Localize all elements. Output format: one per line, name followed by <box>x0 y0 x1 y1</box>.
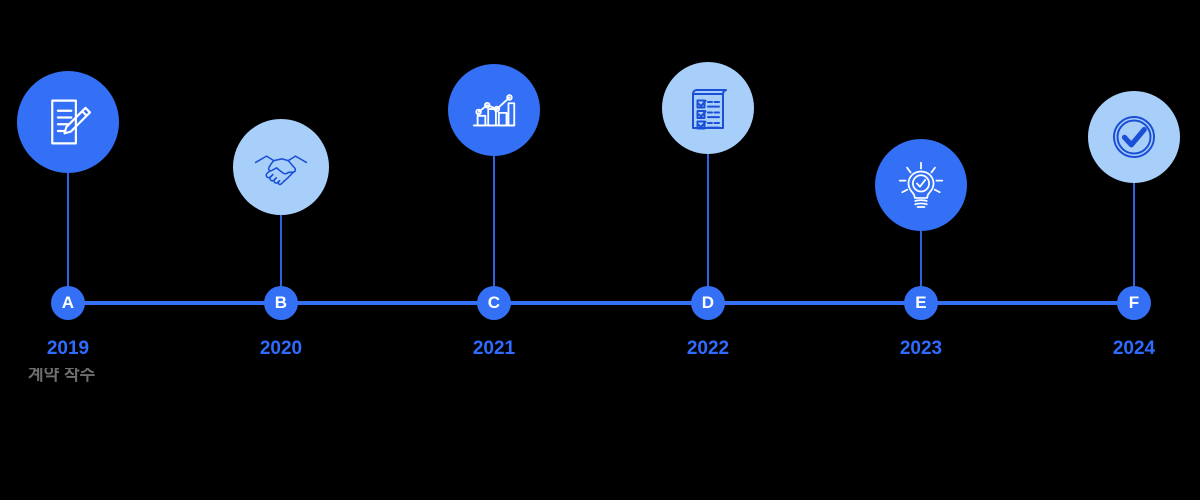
handshake-icon <box>252 138 310 196</box>
icon-circle-b[interactable] <box>233 119 329 215</box>
icon-circle-f[interactable] <box>1088 91 1180 183</box>
connector-stem-e <box>920 231 922 303</box>
connector-stem-f <box>1133 183 1135 303</box>
year-label-b: 2020 <box>259 338 303 359</box>
connector-stem-a <box>67 173 69 303</box>
icon-circle-c[interactable] <box>448 64 540 156</box>
year-label-f: 2024 <box>1112 338 1156 359</box>
node-label-d: D <box>701 293 715 312</box>
year-label-d: 2022 <box>686 338 730 359</box>
year-label-c: 2021 <box>472 338 516 359</box>
lightbulb-check-icon <box>893 157 949 213</box>
timeline-node-e[interactable]: E <box>904 286 938 320</box>
year-label-e: 2023 <box>899 338 943 359</box>
timeline-node-f[interactable]: F <box>1117 286 1151 320</box>
year-label-a: 2019 <box>46 338 90 359</box>
timeline-node-a[interactable]: A <box>51 286 85 320</box>
connector-stem-b <box>280 215 282 303</box>
node-label-c: C <box>487 293 501 312</box>
node-label-b: B <box>274 293 288 312</box>
timeline-node-c[interactable]: C <box>477 286 511 320</box>
timeline-caption: 계약 착수 <box>28 368 96 384</box>
check-circle-icon <box>1108 111 1160 163</box>
connector-stem-d <box>707 154 709 303</box>
node-label-f: F <box>1128 293 1140 312</box>
timeline-axis <box>68 301 1135 305</box>
icon-circle-e[interactable] <box>875 139 967 231</box>
connector-stem-c <box>493 156 495 303</box>
node-label-e: E <box>915 293 927 312</box>
timeline-node-d[interactable]: D <box>691 286 725 320</box>
timeline-node-b[interactable]: B <box>264 286 298 320</box>
clipboard-checklist-icon <box>682 82 734 134</box>
bar-chart-trend-icon <box>467 83 521 137</box>
icon-circle-d[interactable] <box>662 62 754 154</box>
node-label-a: A <box>61 293 75 312</box>
icon-circle-a[interactable] <box>17 71 119 173</box>
document-pencil-icon <box>41 95 95 149</box>
